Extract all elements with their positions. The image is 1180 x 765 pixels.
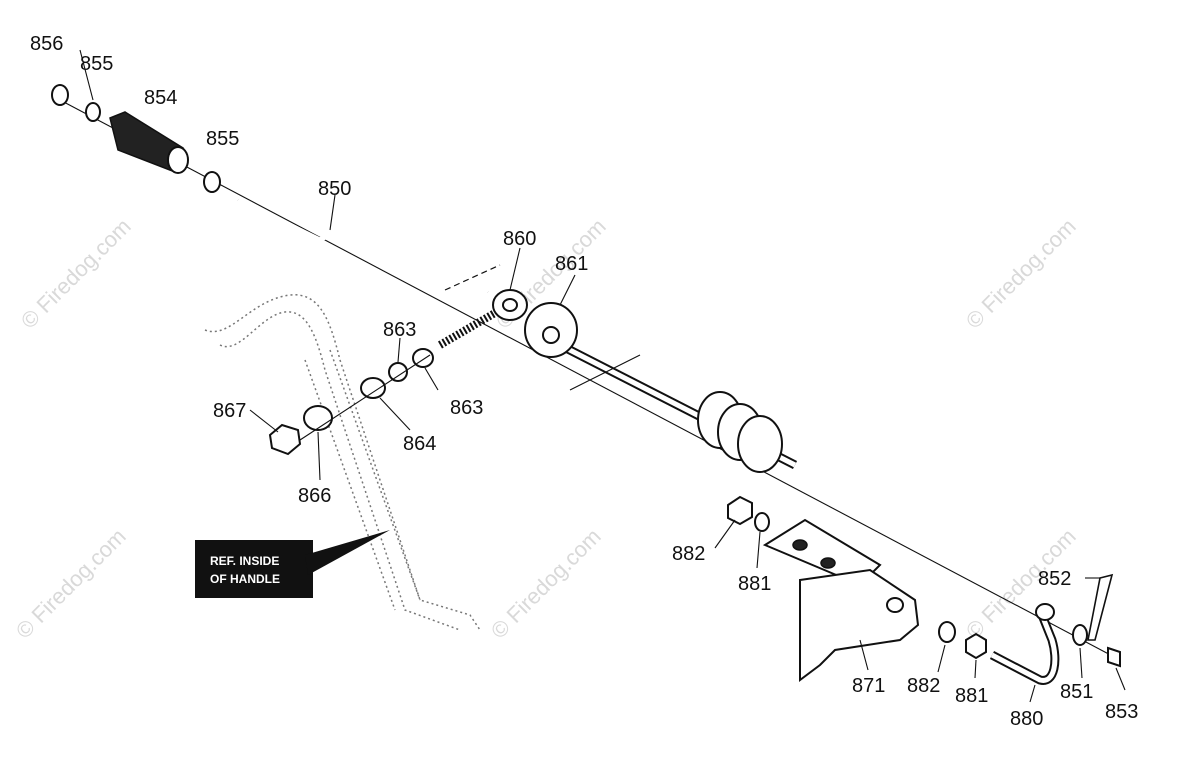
watermark-5: © Firedog.com [486,524,606,644]
ref-note-box [195,540,313,598]
label-867: 867 [213,400,246,422]
fasteners-top-right [727,495,770,532]
label-881-top: 881 [738,573,771,595]
label-881-bottom: 881 [955,685,988,707]
label-852: 852 [1038,568,1071,590]
label-855-top: 855 [80,53,113,75]
watermark-4: © Firedog.com [11,524,131,644]
watermarks: © Firedog.com © Firedog.com © Firedog.co… [11,214,1081,644]
label-864: 864 [403,433,436,455]
label-855-bottom: 855 [206,128,239,150]
ref-note-line1: REF. INSIDE [210,554,279,568]
part-numbers: 856 855 854 855 850 860 861 863 863 864 … [30,33,1138,730]
leader-lines [79,49,1126,703]
eyebolt-group [437,289,578,358]
knob-group [51,84,221,193]
handle-outline [204,294,481,631]
label-851: 851 [1060,681,1093,703]
label-856: 856 [30,33,63,55]
watermark-1: © Firedog.com [16,214,136,334]
label-850: 850 [318,178,351,200]
label-863-top: 863 [383,319,416,341]
washer-856 [51,84,69,106]
washer-855-top [85,102,101,122]
watermark-3: © Firedog.com [961,214,1081,334]
label-863-bottom: 863 [450,397,483,419]
label-866: 866 [298,485,331,507]
label-882-bottom: 882 [907,675,940,697]
label-853: 853 [1105,701,1138,723]
shaft-and-spring [557,340,798,473]
rod-850 [236,197,501,295]
washer-855-bottom [203,171,221,193]
label-882-top: 882 [672,543,705,565]
label-860: 860 [503,228,536,250]
label-880: 880 [1010,708,1043,730]
label-854: 854 [144,87,177,109]
rod-880-group [938,573,1121,685]
label-871: 871 [852,675,885,697]
label-861: 861 [555,253,588,275]
ref-note: REF. INSIDE OF HANDLE [195,530,390,598]
bracket-871 [762,518,920,682]
ref-note-line2: OF HANDLE [210,572,280,586]
